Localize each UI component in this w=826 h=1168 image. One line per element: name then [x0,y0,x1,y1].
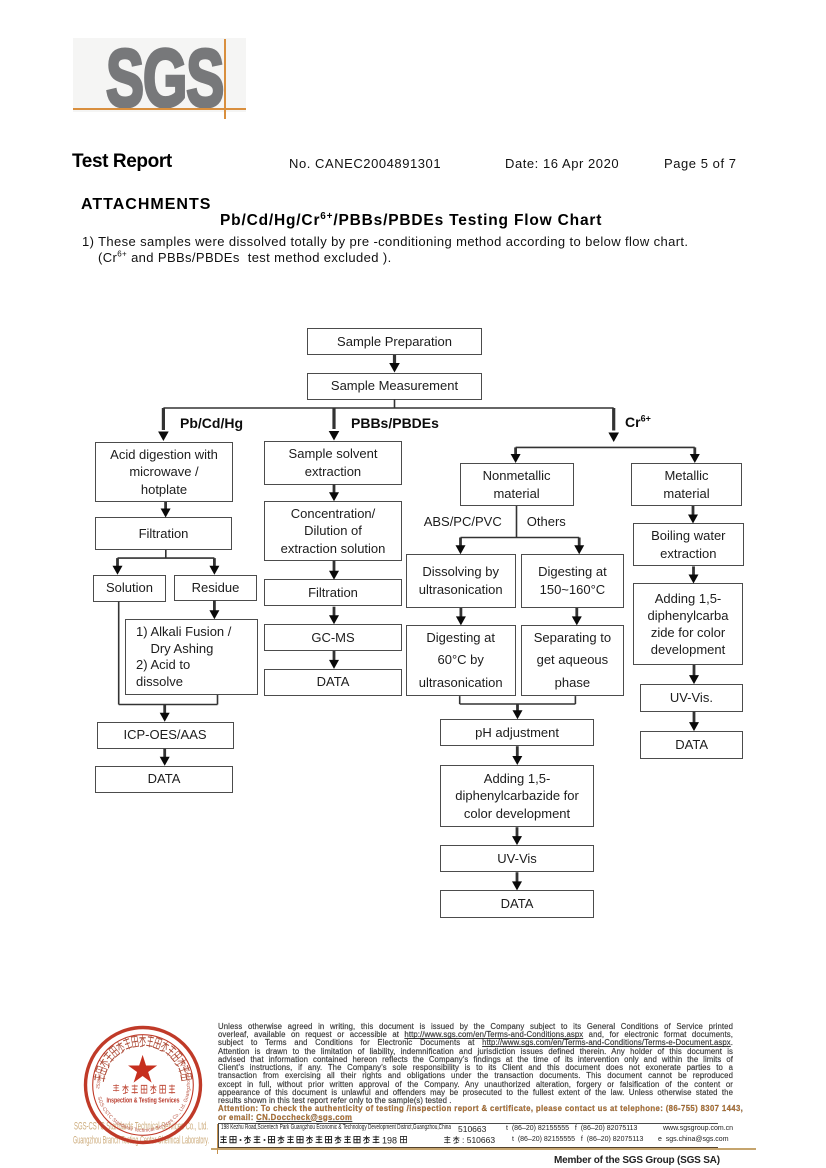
svg-text:Guangzhou Branch Testing Cente: Guangzhou Branch Testing Center Chemical… [73,1135,209,1147]
svg-text:: 510663: : 510663 [462,1135,495,1145]
svg-text:253987: 253987 [95,1073,103,1089]
svg-text:198: 198 [382,1136,397,1146]
svg-text:Inspection & Testing Services: Inspection & Testing Services [107,1096,180,1105]
